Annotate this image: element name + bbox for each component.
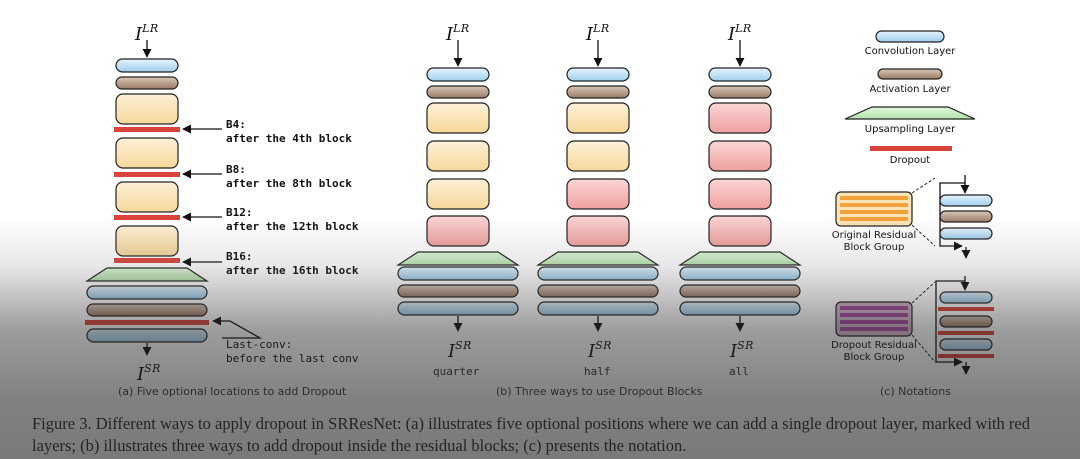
- conv-layer: [86, 285, 208, 300]
- dropout-layer-b4: [114, 127, 180, 132]
- input-lr-a: ILR: [135, 22, 159, 45]
- residual-block: [115, 225, 179, 257]
- annotation-last-conv: Last-conv:before the last conv: [226, 338, 359, 365]
- legend-conv-swatch: [875, 30, 945, 43]
- conv-layer: [86, 328, 208, 343]
- output-sr-quarter: ISR: [448, 339, 472, 362]
- residual-block: [115, 93, 179, 125]
- input-lr-half: ILR: [586, 22, 610, 45]
- legend-act-label: Activation Layer: [869, 84, 951, 95]
- legend-dropout-label: Dropout: [889, 155, 931, 166]
- label-half: half: [584, 365, 611, 378]
- figure-caption: Figure 3. Different ways to apply dropou…: [32, 414, 1030, 455]
- input-lr-quarter: ILR: [446, 22, 470, 45]
- network-half: [535, 40, 661, 332]
- conv-layer: [115, 58, 179, 73]
- output-sr-all: ISR: [730, 339, 754, 362]
- residual-block: [115, 181, 179, 213]
- panel-a-network: [84, 40, 263, 356]
- panel-b-subtitle: (b) Three ways to use Dropout Blocks: [496, 385, 703, 398]
- panel-c-subtitle: (c) Notations: [880, 385, 951, 398]
- annotation-b12: B12:after the 12th block: [226, 206, 359, 233]
- dropout-layer-b8: [114, 172, 180, 177]
- label-all: all: [729, 365, 749, 378]
- activation-layer: [86, 303, 208, 317]
- panel-b-networks: [395, 40, 803, 332]
- output-sr-a: ISR: [137, 362, 161, 385]
- legend-up-label: Upsampling Layer: [864, 124, 956, 135]
- legend-dropout-swatch: [870, 146, 952, 151]
- upsampling-layer: [84, 267, 210, 282]
- legend-act-swatch: [877, 68, 943, 80]
- annotation-b16: B16:after the 16th block: [226, 250, 359, 277]
- legend-conv-label: Convolution Layer: [864, 46, 956, 57]
- annotation-b4: B4:after the 4th block: [226, 118, 352, 145]
- label-quarter: quarter: [433, 365, 480, 378]
- annotation-b8: B8:after the 8th block: [226, 163, 352, 190]
- panel-c-notations: [835, 30, 994, 375]
- residual-block: [115, 137, 179, 169]
- network-quarter: [395, 40, 521, 332]
- network-all: [677, 40, 803, 332]
- output-sr-half: ISR: [588, 339, 612, 362]
- dropout-layer-b12: [114, 215, 180, 220]
- dropout-layer-last-conv: [85, 320, 209, 325]
- dropout-layer-b16: [114, 258, 180, 263]
- activation-layer: [115, 76, 179, 90]
- panel-a-subtitle: (a) Five optional locations to add Dropo…: [118, 385, 347, 398]
- legend-up-swatch: [844, 106, 976, 120]
- input-lr-all: ILR: [728, 22, 752, 45]
